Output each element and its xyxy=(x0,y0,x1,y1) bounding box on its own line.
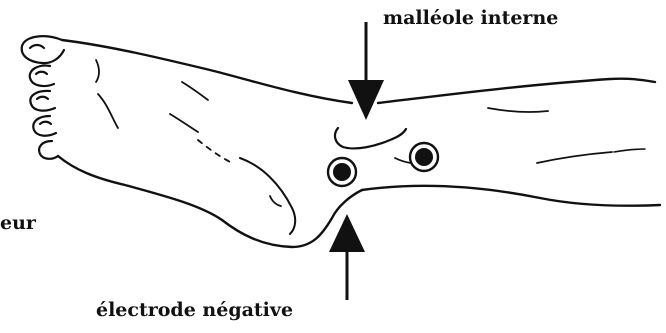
malleolus-label: malléole interne xyxy=(383,9,558,28)
foot-top-outline xyxy=(62,40,352,103)
malleolus-arrow xyxy=(348,22,384,120)
electrode-arrow xyxy=(329,214,365,300)
shin-outline xyxy=(378,79,655,103)
big-toe xyxy=(22,36,64,63)
sole-outline xyxy=(58,156,362,247)
electrode-positive xyxy=(410,143,438,171)
negative-electrode-label: électrode négative xyxy=(96,301,293,320)
toe-2 xyxy=(30,66,54,86)
heel-contour xyxy=(240,158,295,234)
toes xyxy=(22,36,64,159)
calf-underside-outline xyxy=(362,186,660,206)
toe-3 xyxy=(30,91,55,111)
toe-4 xyxy=(33,116,56,136)
toe-5 xyxy=(39,141,58,159)
electrode-negative xyxy=(328,158,356,186)
malleolus-outline xyxy=(335,128,406,148)
partial-left-label: eur xyxy=(0,214,36,233)
arch-line xyxy=(98,94,118,128)
